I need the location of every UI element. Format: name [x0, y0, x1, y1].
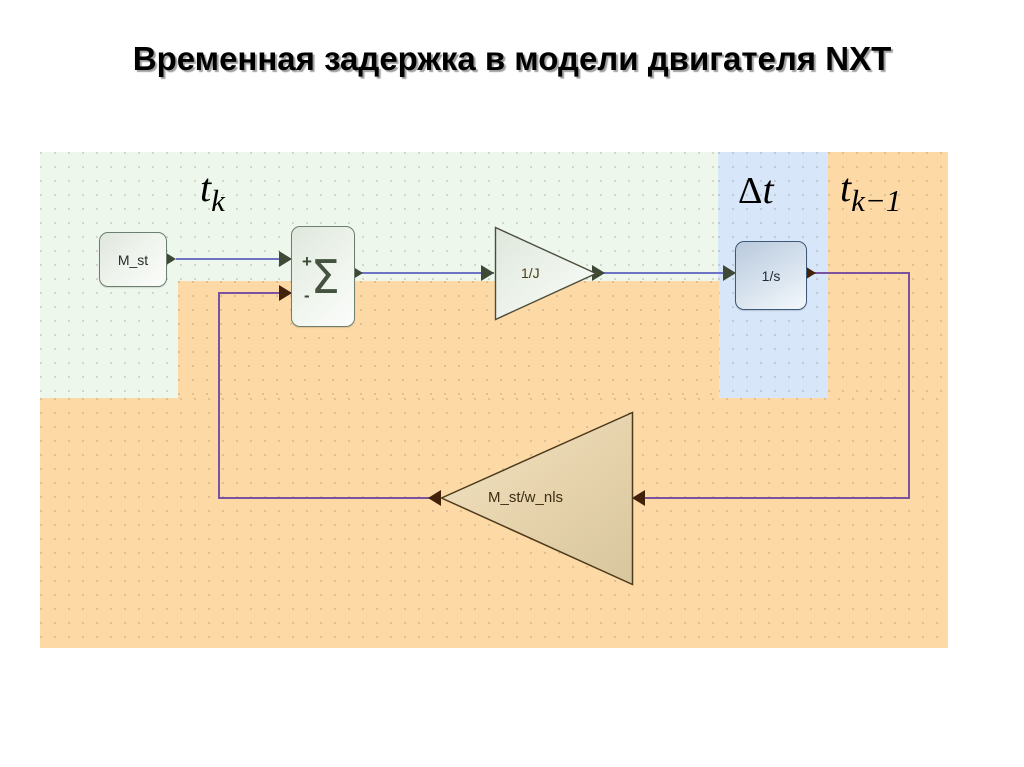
label-tk-sub: k: [211, 183, 225, 218]
region-tk-minus-1-notch: [178, 281, 719, 399]
wire-source-to-sum: [176, 258, 292, 260]
wire-feedback-right-vertical: [908, 272, 910, 499]
sum-plus-sign: +: [302, 252, 312, 271]
arrow-integrator-input: [723, 265, 736, 281]
arrow-gain-input: [481, 265, 494, 281]
wire-gain-to-integrator: [600, 272, 736, 274]
wire-sum-to-gain: [356, 272, 494, 274]
sum-minus-sign: -: [304, 286, 310, 305]
block-source-m-st[interactable]: M_st: [99, 232, 167, 287]
gain-feedback-label: M_st/w_nls: [488, 489, 564, 506]
arrow-sum-plus-input: [279, 251, 292, 267]
block-source-label: M_st: [117, 251, 149, 268]
region-tk-minus-1-main: [40, 398, 948, 648]
arrow-feedback-gain-input: [632, 490, 645, 506]
arrow-sum-minus-input: [279, 285, 292, 301]
block-gain-feedback[interactable]: M_st/w_nls: [439, 411, 634, 586]
label-delta-base: t: [762, 167, 774, 212]
gain-inertia-label: 1/J: [521, 265, 540, 281]
block-integrator[interactable]: 1/s: [735, 241, 807, 310]
label-tk-base: t: [200, 165, 212, 210]
wire-feedback-to-sum-minus: [218, 292, 292, 294]
gain-triangle-shape: [494, 226, 598, 321]
wire-feedback-top-horizontal: [645, 497, 910, 499]
gain-feedback-triangle-shape: [439, 411, 634, 586]
label-tk: tk: [200, 165, 225, 217]
label-tk1-sub: k−1: [851, 183, 902, 218]
page-title: Временная задержка в модели двигателя NX…: [132, 40, 892, 77]
label-delta-t: Δt: [738, 167, 774, 212]
block-integrator-label: 1/s: [761, 267, 781, 284]
block-gain-inertia[interactable]: 1/J: [494, 226, 598, 321]
wire-integrator-output: [808, 272, 910, 274]
block-summation[interactable]: + - Σ: [291, 226, 355, 327]
label-delta-symbol: Δ: [738, 170, 763, 212]
label-tk-minus-1: tk−1: [840, 165, 901, 217]
arrow-feedback-gain-output: [428, 490, 441, 506]
arrow-gain-output: [592, 265, 605, 281]
wire-feedback-left-vertical: [218, 293, 220, 499]
sigma-icon: Σ: [310, 249, 340, 304]
region-tk-minus-1-top: [828, 152, 948, 398]
label-tk1-base: t: [840, 165, 852, 210]
wire-feedback-gain-output: [218, 497, 438, 499]
